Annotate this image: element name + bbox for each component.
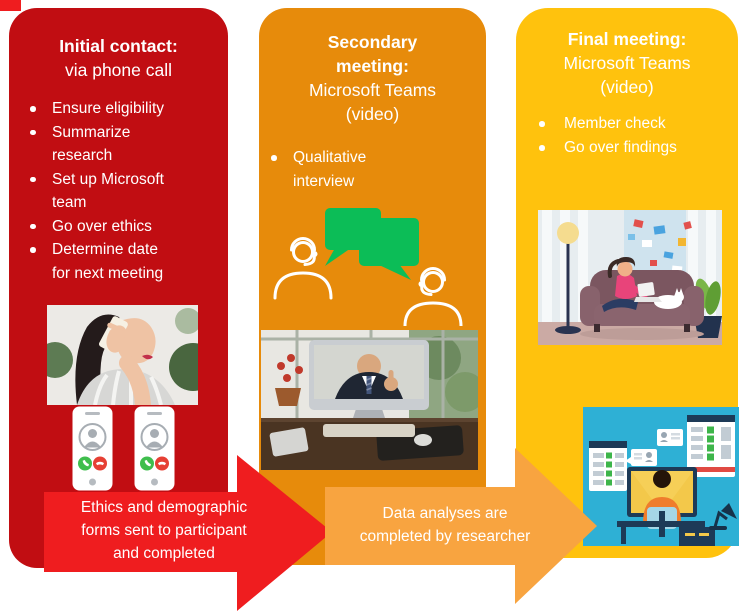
list-item: Member check xyxy=(536,112,721,136)
list-item: Determine date for next meeting xyxy=(27,238,175,285)
stage-card-initial-contact xyxy=(9,8,228,568)
chat-card xyxy=(625,449,657,466)
researcher-illustration xyxy=(583,407,739,546)
bullet-list-initial-contact: Ensure eligibility Summarize research Se… xyxy=(27,97,175,285)
stage-title-bold: Secondary meeting: xyxy=(327,32,418,76)
stage-title-bold: Final meeting: xyxy=(567,29,687,49)
page-corner-artifact xyxy=(0,0,21,11)
floor-lamp xyxy=(555,222,581,334)
list-item: Ensure eligibility xyxy=(27,97,175,121)
answer-call-icon xyxy=(140,456,154,471)
stage-title-rest: Microsoft Teams (video) xyxy=(308,80,437,124)
arrow-secondary-to-final xyxy=(325,448,597,604)
list-item: Qualitative interview xyxy=(268,146,418,193)
video-call-photo xyxy=(261,330,478,470)
stage-title-rest: Microsoft Teams (video) xyxy=(563,53,691,97)
video-call-remote-person xyxy=(335,354,403,399)
list-item: Go over findings xyxy=(536,136,721,160)
incoming-call-phone-icon xyxy=(72,406,113,491)
decline-call-icon xyxy=(155,456,169,471)
arrow-label-data-analyses: Data analyses are completed by researche… xyxy=(359,505,531,545)
decline-call-icon xyxy=(93,456,107,471)
arrow-initial-to-secondary xyxy=(44,455,332,611)
headset-person-icon xyxy=(273,237,333,300)
desk-lamp xyxy=(709,503,737,530)
stage-title-initial-contact: Initial contact: via phone call xyxy=(9,34,228,82)
list-item: Set up Microsoft team xyxy=(27,168,175,215)
incoming-call-phone-icon xyxy=(134,406,175,491)
floating-app-icons xyxy=(628,219,692,275)
floating-report-card xyxy=(589,441,627,491)
list-item: Summarize research xyxy=(27,121,175,168)
stage-title-final-meeting: Final meeting: Microsoft Teams (video) xyxy=(516,27,738,99)
speech-bubbles xyxy=(325,208,419,280)
woman-on-phone-photo xyxy=(47,305,198,405)
cat xyxy=(654,288,684,309)
stage-title-bold: Initial contact: xyxy=(59,36,178,56)
bullet-list-final-meeting: Member check Go over findings xyxy=(536,112,721,160)
couch-illustration xyxy=(538,210,722,345)
list-item: Go over ethics xyxy=(27,215,175,239)
desk xyxy=(617,521,715,546)
bullet-list-secondary-meeting: Qualitative interview xyxy=(268,146,418,193)
arrow-label-ethics-forms: Ethics and demographic forms sent to par… xyxy=(80,499,248,562)
participant-with-laptop xyxy=(602,257,662,312)
answer-call-icon xyxy=(78,456,92,471)
headset-person-icon xyxy=(403,267,463,326)
stage-title-rest: via phone call xyxy=(64,60,173,80)
chat-bubbles-icon xyxy=(273,208,463,326)
chat-card xyxy=(657,429,683,446)
floating-report-card xyxy=(687,415,735,477)
stage-title-secondary-meeting: Secondary meeting: Microsoft Teams (vide… xyxy=(259,30,486,126)
stage-card-secondary-meeting xyxy=(259,8,486,565)
